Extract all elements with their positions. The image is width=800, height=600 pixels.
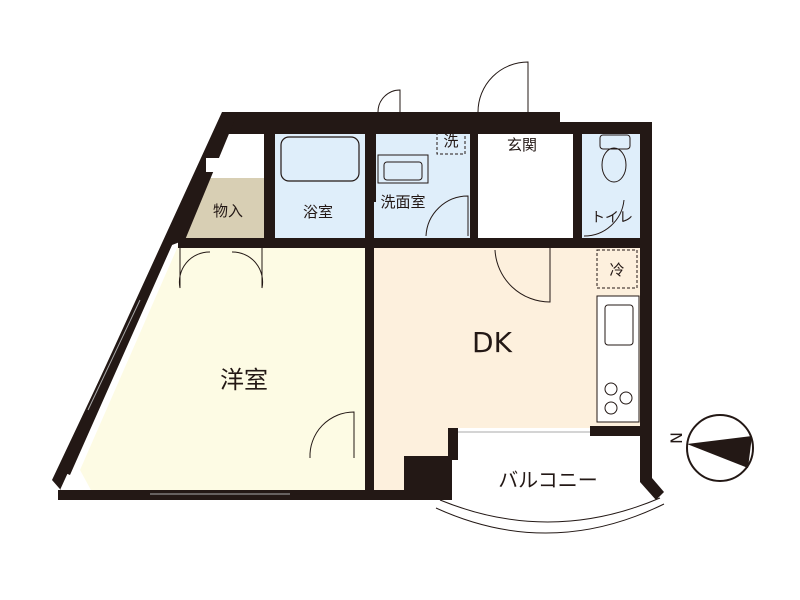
label-bathroom: 浴室 — [303, 203, 333, 221]
room-toilet — [582, 132, 640, 238]
label-fridge: 冷 — [609, 261, 624, 279]
room-entrance — [477, 122, 575, 238]
room-dk — [374, 246, 642, 492]
stove-icon — [604, 382, 633, 415]
room-western — [80, 246, 366, 492]
room-washroom — [372, 124, 472, 238]
walls — [52, 112, 664, 500]
label-western-room: 洋室 — [220, 366, 268, 394]
label-washroom: 洗面室 — [380, 193, 425, 211]
label-dk: DK — [472, 326, 513, 359]
room-bathroom — [275, 128, 368, 238]
label-toilet: トイレ — [591, 210, 633, 226]
compass-icon: N — [667, 414, 754, 482]
label-balcony: バルコニー — [498, 468, 598, 492]
label-washer: 洗 — [443, 132, 458, 150]
label-storage: 物入 — [213, 202, 243, 220]
label-entrance: 玄関 — [507, 136, 537, 154]
compass-north-label: N — [667, 432, 686, 444]
